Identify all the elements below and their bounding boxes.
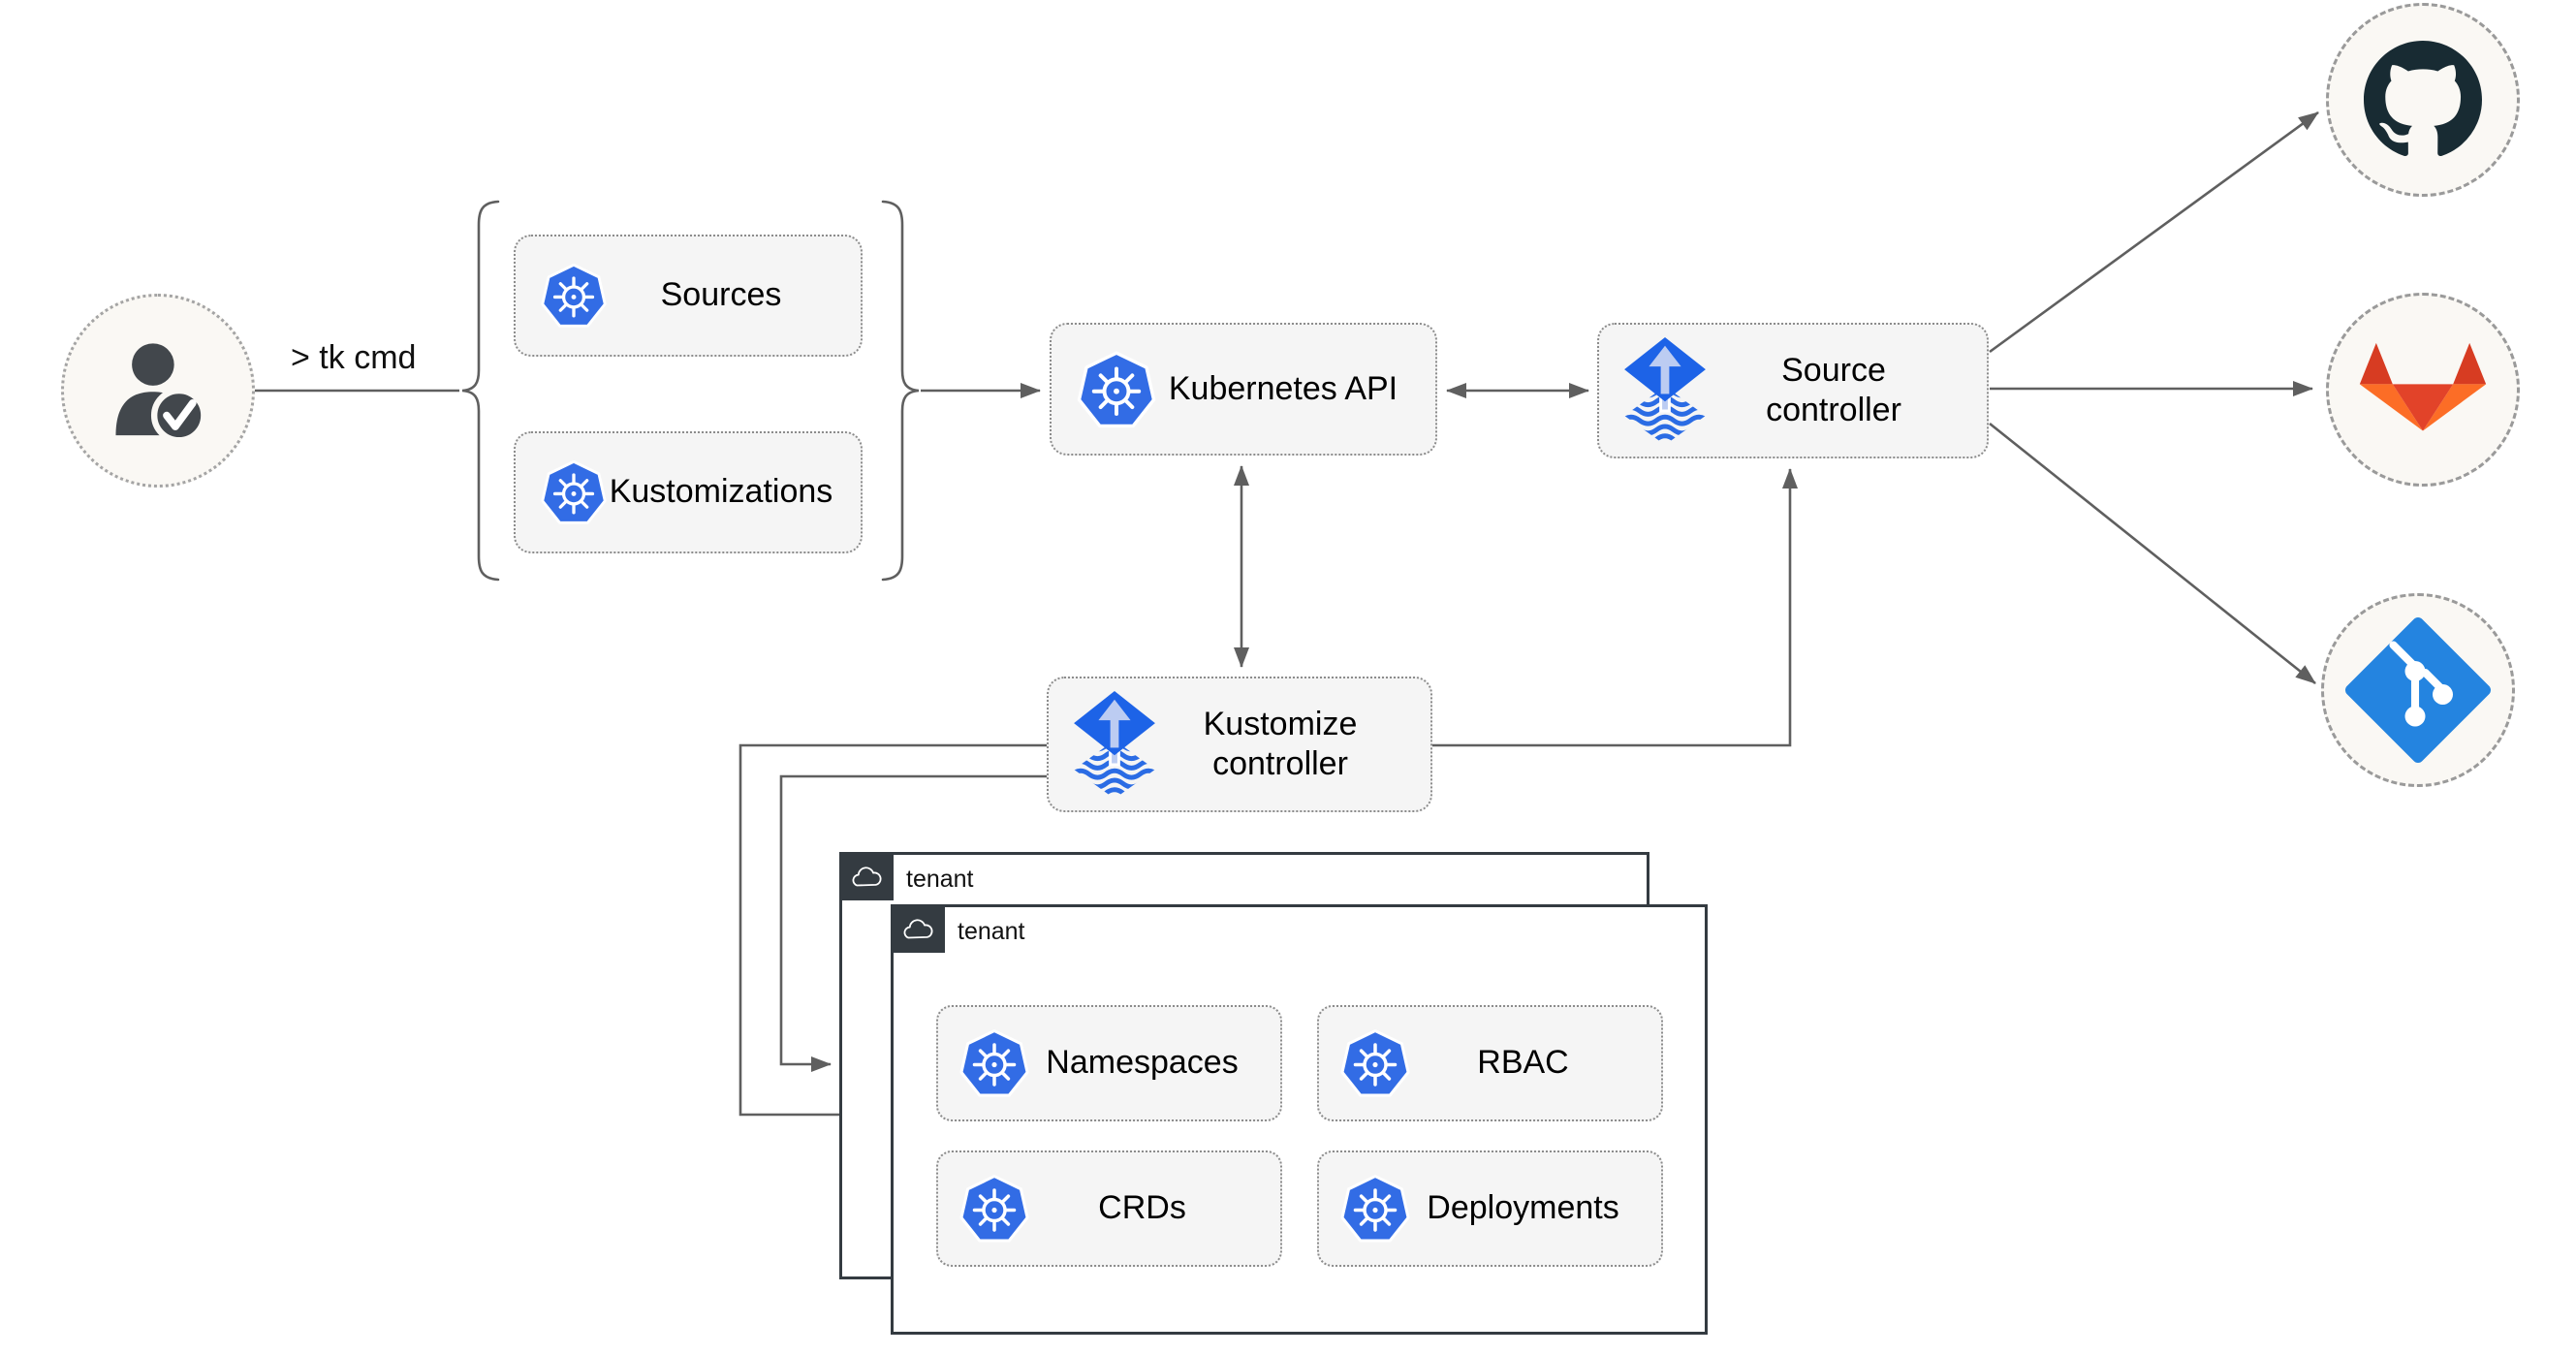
sources-node: Sources — [514, 235, 863, 357]
crds-node: CRDs — [936, 1150, 1282, 1267]
kustomize-controller-line1: Kustomize — [1203, 705, 1358, 742]
deployments-label: Deployments — [1427, 1189, 1619, 1227]
cloud-icon — [900, 916, 935, 942]
deployments-node: Deployments — [1317, 1150, 1663, 1267]
kustomize-controller-line2: controller — [1212, 745, 1348, 782]
rbac-node: RBAC — [1317, 1005, 1663, 1121]
crds-label: CRDs — [1098, 1189, 1186, 1227]
tk-command-label: > tk cmd — [291, 339, 417, 376]
kubernetes-icon — [1338, 1026, 1412, 1100]
kubernetes-icon — [958, 1172, 1031, 1245]
rbac-label: RBAC — [1477, 1044, 1569, 1082]
source-controller-line2: controller — [1766, 392, 1901, 428]
bracket-left — [461, 200, 500, 582]
tenant-front-tab — [891, 904, 945, 953]
kubernetes-api-label: Kubernetes API — [1168, 369, 1398, 407]
kustomize-controller-node: Kustomize controller — [1047, 677, 1432, 812]
arrow-source-to-github — [1989, 110, 2319, 354]
github-provider — [2326, 3, 2520, 197]
git-icon — [2345, 617, 2491, 763]
kubernetes-icon — [539, 261, 609, 331]
flux-icon — [1622, 335, 1708, 447]
namespaces-node: Namespaces — [936, 1005, 1282, 1121]
tenant-box-front: tenant Namespaces RBAC CRDs Deployments — [891, 904, 1708, 1335]
kubernetes-api-node: Kubernetes API — [1050, 323, 1437, 456]
github-icon — [2364, 41, 2482, 159]
gitlab-provider — [2326, 293, 2520, 487]
git-provider — [2321, 593, 2515, 787]
sources-label: Sources — [660, 276, 782, 314]
flux-icon — [1072, 689, 1157, 801]
kubernetes-icon — [958, 1026, 1031, 1100]
tenant-front-label: tenant — [958, 918, 1025, 945]
cloud-icon — [849, 864, 884, 890]
kubernetes-icon — [1075, 348, 1158, 431]
user-avatar — [61, 294, 255, 488]
arrow-kustomize-to-source — [1432, 468, 1798, 747]
source-controller-label: Source controller — [1708, 351, 1987, 431]
source-controller-node: Source controller — [1597, 323, 1989, 458]
bracket-right — [881, 200, 920, 582]
gitlab-icon — [2354, 340, 2492, 439]
namespaces-label: Namespaces — [1046, 1044, 1239, 1082]
source-controller-line1: Source — [1781, 351, 1886, 389]
tenant-back-label: tenant — [906, 866, 974, 893]
kubernetes-icon — [539, 457, 609, 527]
kustomizations-label: Kustomizations — [609, 473, 833, 511]
user-check-icon — [96, 329, 220, 453]
arrow-source-to-git — [1989, 422, 2316, 685]
tenant-back-tab — [839, 852, 894, 900]
kustomizations-node: Kustomizations — [514, 431, 863, 553]
kustomize-controller-label: Kustomize controller — [1157, 705, 1430, 785]
kubernetes-icon — [1338, 1172, 1412, 1245]
